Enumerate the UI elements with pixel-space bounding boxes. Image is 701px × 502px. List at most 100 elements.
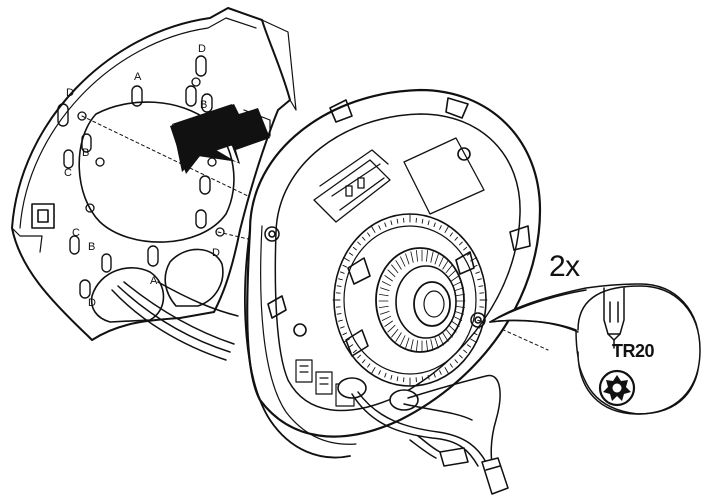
- plate-letter-c: C: [64, 167, 72, 179]
- scale-tick: [439, 225, 442, 230]
- camera-inner-rim: [274, 113, 521, 412]
- scale-tick: [459, 354, 463, 359]
- scale-tick: [454, 359, 459, 364]
- scale-tick: [421, 376, 424, 382]
- scale-tick: [348, 344, 354, 348]
- screw-count-label: 2x: [549, 250, 580, 283]
- scale-tick: [336, 285, 342, 287]
- scale-tick: [361, 359, 366, 364]
- scale-tick: [396, 376, 399, 382]
- knurl-line: [415, 340, 418, 352]
- knurl-line: [415, 250, 418, 262]
- knurl-line: [451, 275, 460, 282]
- scale-tick: [340, 271, 345, 274]
- knurl-line: [434, 337, 439, 349]
- knurl-line: [430, 339, 434, 351]
- scale-tick: [475, 271, 480, 274]
- knurl-line: [378, 305, 389, 309]
- knurl-line: [410, 251, 414, 263]
- detail-callout: [489, 283, 701, 415]
- plate-letter-a: A: [134, 71, 142, 83]
- tool-size-label: TR20: [612, 341, 655, 361]
- rj45-connector: [481, 457, 509, 495]
- knurl-line: [384, 320, 393, 327]
- scale-tick: [371, 225, 376, 233]
- scale-tick: [427, 220, 430, 226]
- knurl-line: [438, 335, 444, 346]
- knurl-line: [395, 332, 402, 342]
- pin-connector: [439, 447, 469, 467]
- scale-tick: [367, 232, 371, 237]
- knurl-line: [445, 264, 453, 274]
- scale-tick: [367, 363, 371, 368]
- cables: [111, 281, 239, 361]
- camera-connector: [313, 149, 391, 223]
- scale-tick: [477, 278, 482, 281]
- scale-tick: [433, 222, 436, 228]
- scale-tick: [384, 222, 387, 228]
- scale-tick: [342, 264, 348, 268]
- scale-tick: [357, 241, 361, 246]
- scale-tick: [390, 374, 393, 380]
- plate-holes: [77, 77, 225, 237]
- knurl-line: [405, 337, 410, 349]
- plate-letter-a: A: [150, 275, 158, 287]
- scale-tick: [463, 349, 468, 354]
- scale-tick: [475, 326, 480, 329]
- scale-tick: [352, 349, 357, 354]
- scale-tick: [396, 218, 399, 224]
- torx-screwdriver-icon: [603, 287, 625, 349]
- knurl-line: [387, 324, 396, 333]
- knurl-line: [453, 281, 463, 287]
- scale-tick: [444, 225, 449, 233]
- knurl-line: [426, 340, 429, 352]
- knurl-line: [448, 269, 457, 278]
- knurl-line: [380, 287, 390, 292]
- knurl-line: [455, 305, 466, 309]
- knurl-line: [451, 320, 460, 327]
- scale-tick: [449, 363, 453, 368]
- plate-letters: A D D B B C C B A D D: [64, 43, 220, 309]
- knurl-line: [381, 281, 391, 287]
- knurl-line: [455, 293, 466, 297]
- plate-letter-d: D: [212, 247, 220, 259]
- scale-tick: [390, 220, 393, 226]
- mounting-plate: A D D B B C C B A D D: [11, 7, 297, 341]
- scale-tick: [477, 319, 482, 322]
- scale-tick: [433, 372, 436, 378]
- knurl-line: [426, 250, 429, 262]
- plate-outline: [11, 7, 291, 341]
- knurl-line: [445, 328, 453, 338]
- knurl-line: [410, 339, 414, 351]
- knurl-line: [448, 324, 457, 333]
- camera-lens-housing: [375, 247, 465, 353]
- knurl-line: [442, 260, 449, 270]
- scale-tick: [352, 246, 357, 251]
- plate-letter-b: B: [88, 241, 95, 253]
- scale-tick: [340, 326, 345, 329]
- scale-tick: [454, 236, 459, 241]
- scale-tick: [357, 354, 361, 359]
- torx-t20-socket-icon: [598, 369, 636, 407]
- knurl-line: [454, 310, 464, 315]
- scale-tick: [361, 236, 366, 241]
- camera-screw-hole-left: [264, 226, 280, 242]
- scale-tick: [421, 218, 424, 224]
- camera-screw-hole-right: [470, 312, 486, 328]
- knurl-line: [438, 256, 444, 267]
- plate-cable-hole-left: [90, 267, 165, 323]
- scale-tick: [444, 367, 449, 375]
- knurl-line: [381, 315, 391, 321]
- camera-label-plate: [403, 137, 485, 215]
- plate-letter-d: D: [88, 297, 96, 309]
- scale-tick: [338, 278, 343, 281]
- knurl-line: [454, 287, 464, 292]
- knurl-line: [395, 260, 402, 270]
- plate-letter-c: C: [72, 227, 80, 239]
- camera-body: [244, 88, 542, 459]
- knurl-line: [391, 264, 399, 274]
- scale-tick: [427, 374, 430, 380]
- scale-tick: [342, 332, 348, 336]
- knurl-line: [400, 335, 406, 346]
